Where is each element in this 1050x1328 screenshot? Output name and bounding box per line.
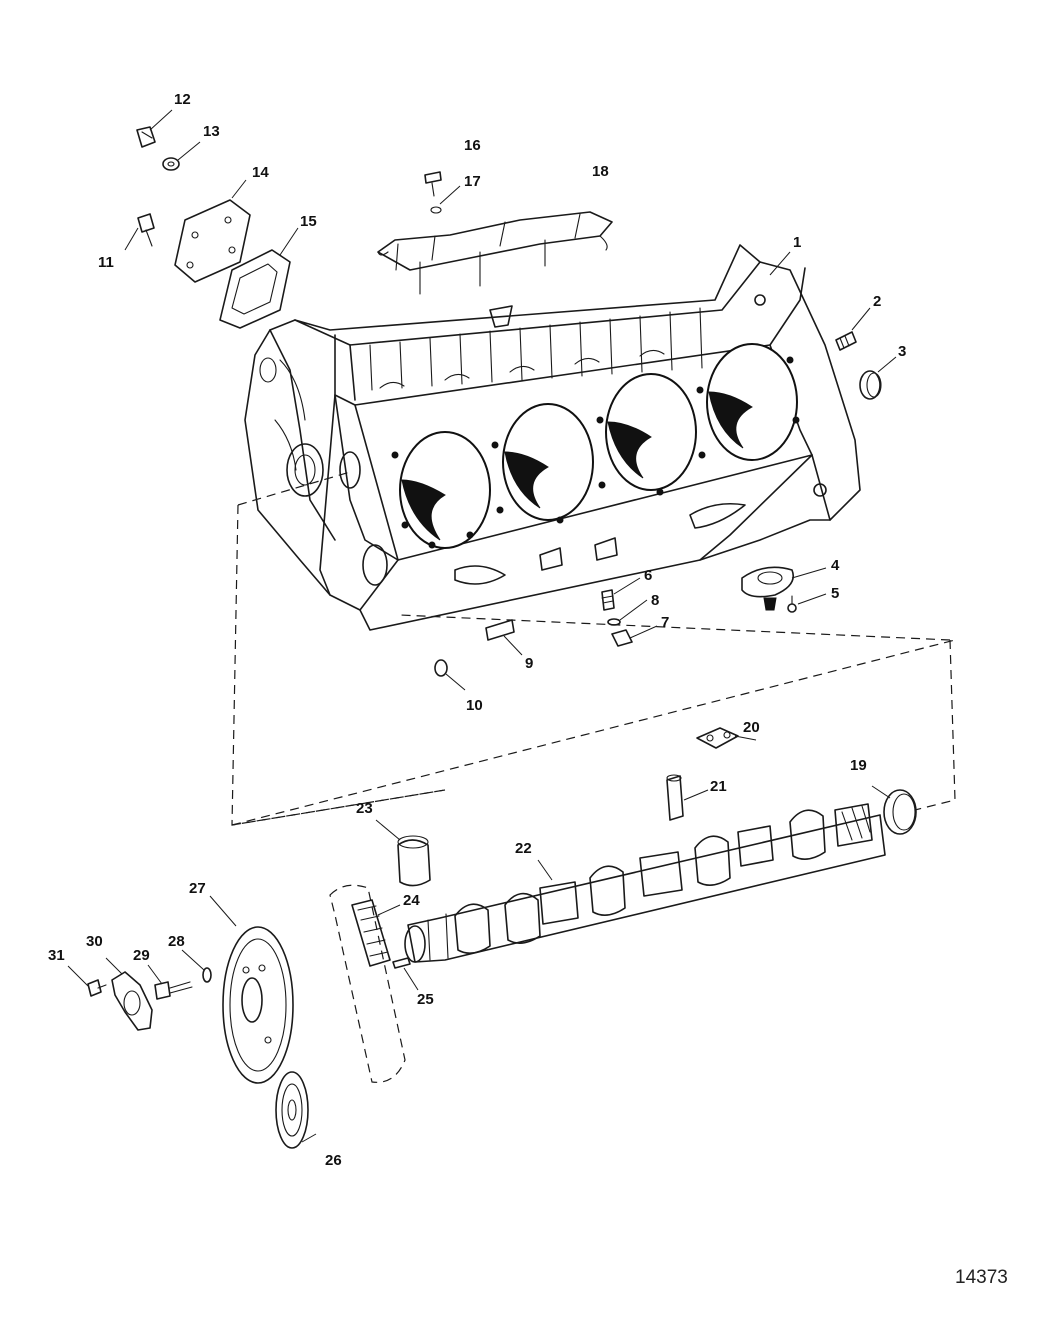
fitting-6 xyxy=(601,589,615,611)
sleeve-9 xyxy=(485,619,515,641)
callout-21: 21 xyxy=(710,778,727,795)
leader-lines xyxy=(67,109,897,1143)
callout-6: 6 xyxy=(644,567,652,584)
washer-13 xyxy=(162,157,180,171)
cam-sprocket-27 xyxy=(222,926,294,1084)
figure-id: 14373 xyxy=(955,1267,1008,1288)
o-ring-8 xyxy=(607,618,621,626)
gasket-15 xyxy=(219,249,291,329)
callout-2: 2 xyxy=(873,293,881,310)
cover-plate-14 xyxy=(174,199,251,283)
callout-9: 9 xyxy=(525,655,533,672)
oil-pressure-sender-4 xyxy=(741,566,794,611)
callout-22: 22 xyxy=(515,840,532,857)
cylinder-block xyxy=(244,244,861,631)
callout-labels: 1 2 3 4 5 6 7 8 9 10 11 12 13 14 15 16 1… xyxy=(48,91,906,1169)
callout-25: 25 xyxy=(417,991,434,1008)
screw-5 xyxy=(787,595,797,613)
retainer-plate-30 xyxy=(111,971,153,1031)
callout-3: 3 xyxy=(898,343,906,360)
callout-1: 1 xyxy=(793,234,801,251)
callout-15: 15 xyxy=(300,213,317,230)
crank-sprocket-26 xyxy=(275,1071,309,1149)
callout-17: 17 xyxy=(464,173,481,190)
callout-10: 10 xyxy=(466,697,483,714)
bolt-17 xyxy=(424,171,442,214)
thrust-plate-20 xyxy=(696,727,739,749)
washer-28 xyxy=(202,967,212,983)
callout-26: 26 xyxy=(325,1152,342,1169)
callout-19: 19 xyxy=(850,757,867,774)
callout-27: 27 xyxy=(189,880,206,897)
screw-31 xyxy=(87,979,107,997)
cam-bearing-19 xyxy=(883,789,917,835)
dowel-pin-10 xyxy=(434,659,448,677)
cam-bearing-23 xyxy=(397,835,431,887)
callout-14: 14 xyxy=(252,164,269,181)
expansion-plug-3 xyxy=(859,370,882,400)
head-bolt-holes xyxy=(391,356,800,549)
bolt-29 xyxy=(154,981,193,1000)
callout-24: 24 xyxy=(403,892,420,909)
timing-chain-24 xyxy=(329,884,406,1083)
callout-31: 31 xyxy=(48,947,65,964)
callout-8: 8 xyxy=(651,592,659,609)
callout-16: 16 xyxy=(464,137,481,154)
camshaft-22 xyxy=(404,803,886,963)
fitting-7 xyxy=(611,629,633,647)
callout-18: 18 xyxy=(592,163,609,180)
callout-13: 13 xyxy=(203,123,220,140)
lifter-retainer-18 xyxy=(377,211,613,295)
pipe-plug-2 xyxy=(835,331,857,351)
callout-23: 23 xyxy=(356,800,373,817)
callout-28: 28 xyxy=(168,933,185,950)
bolt-12 xyxy=(136,126,156,148)
lifter-21 xyxy=(666,774,684,821)
callout-20: 20 xyxy=(743,719,760,736)
callout-11: 11 xyxy=(98,254,114,271)
callout-12: 12 xyxy=(174,91,191,108)
callout-4: 4 xyxy=(831,557,840,574)
callout-5: 5 xyxy=(831,585,839,602)
bolt-11 xyxy=(137,213,155,247)
callout-30: 30 xyxy=(86,933,103,950)
callout-29: 29 xyxy=(133,947,150,964)
dowel-25 xyxy=(392,957,411,969)
callout-7: 7 xyxy=(661,614,669,631)
